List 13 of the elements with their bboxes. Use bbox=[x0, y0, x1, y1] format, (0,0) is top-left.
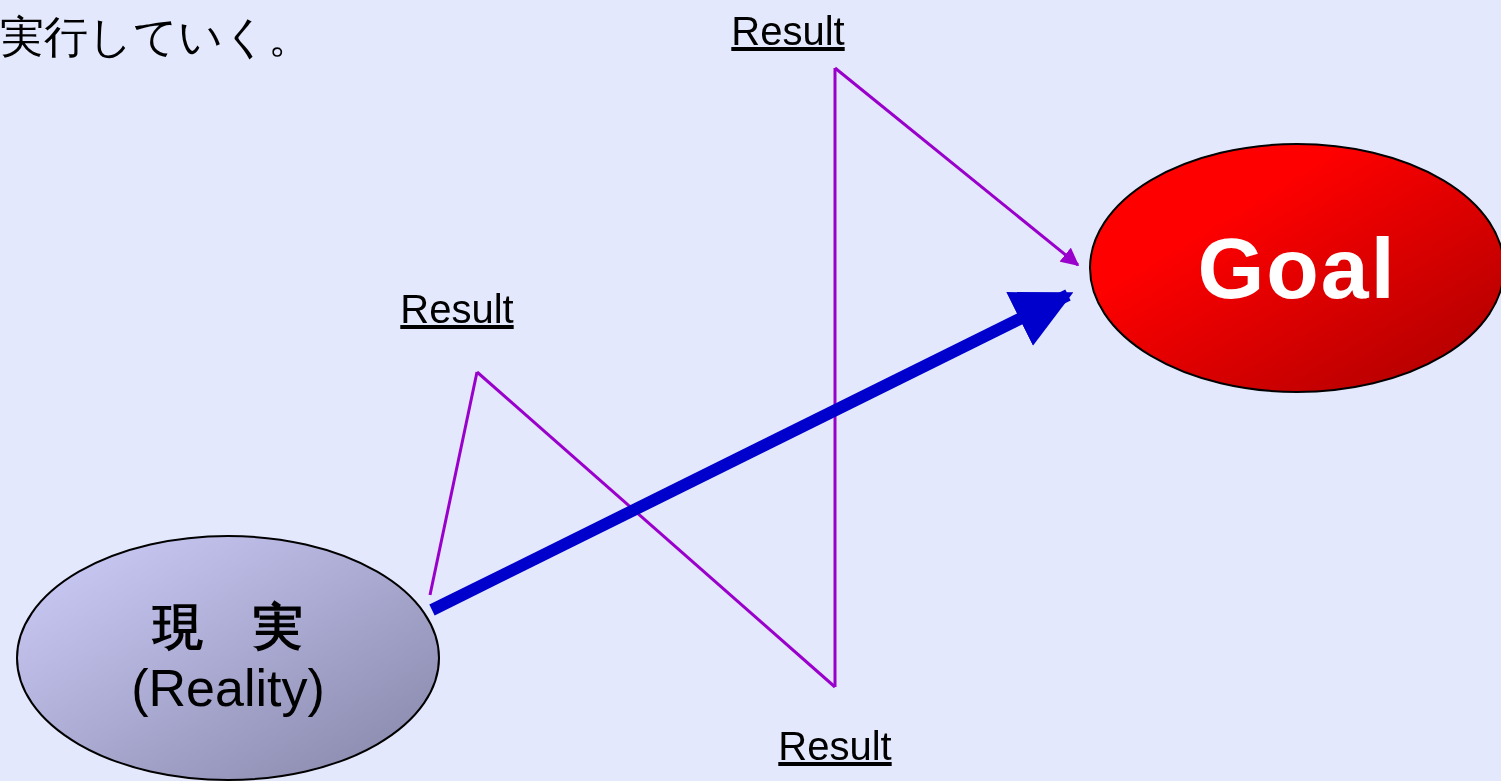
connector-line bbox=[833, 68, 837, 687]
result-label: Result bbox=[400, 286, 514, 332]
connector-line bbox=[476, 370, 836, 689]
ellipse-node bbox=[16, 535, 440, 781]
node-subtitle: (Reality) bbox=[131, 658, 325, 719]
arrow bbox=[834, 66, 1080, 267]
node-title: 現 実 bbox=[153, 597, 303, 657]
result-label: Result bbox=[778, 723, 892, 769]
result-label: Result bbox=[731, 8, 845, 54]
note-text: 実行していく。 bbox=[0, 10, 312, 64]
connector-line bbox=[428, 371, 479, 596]
arrow bbox=[429, 289, 1074, 616]
node-title: Goal bbox=[1197, 218, 1397, 318]
